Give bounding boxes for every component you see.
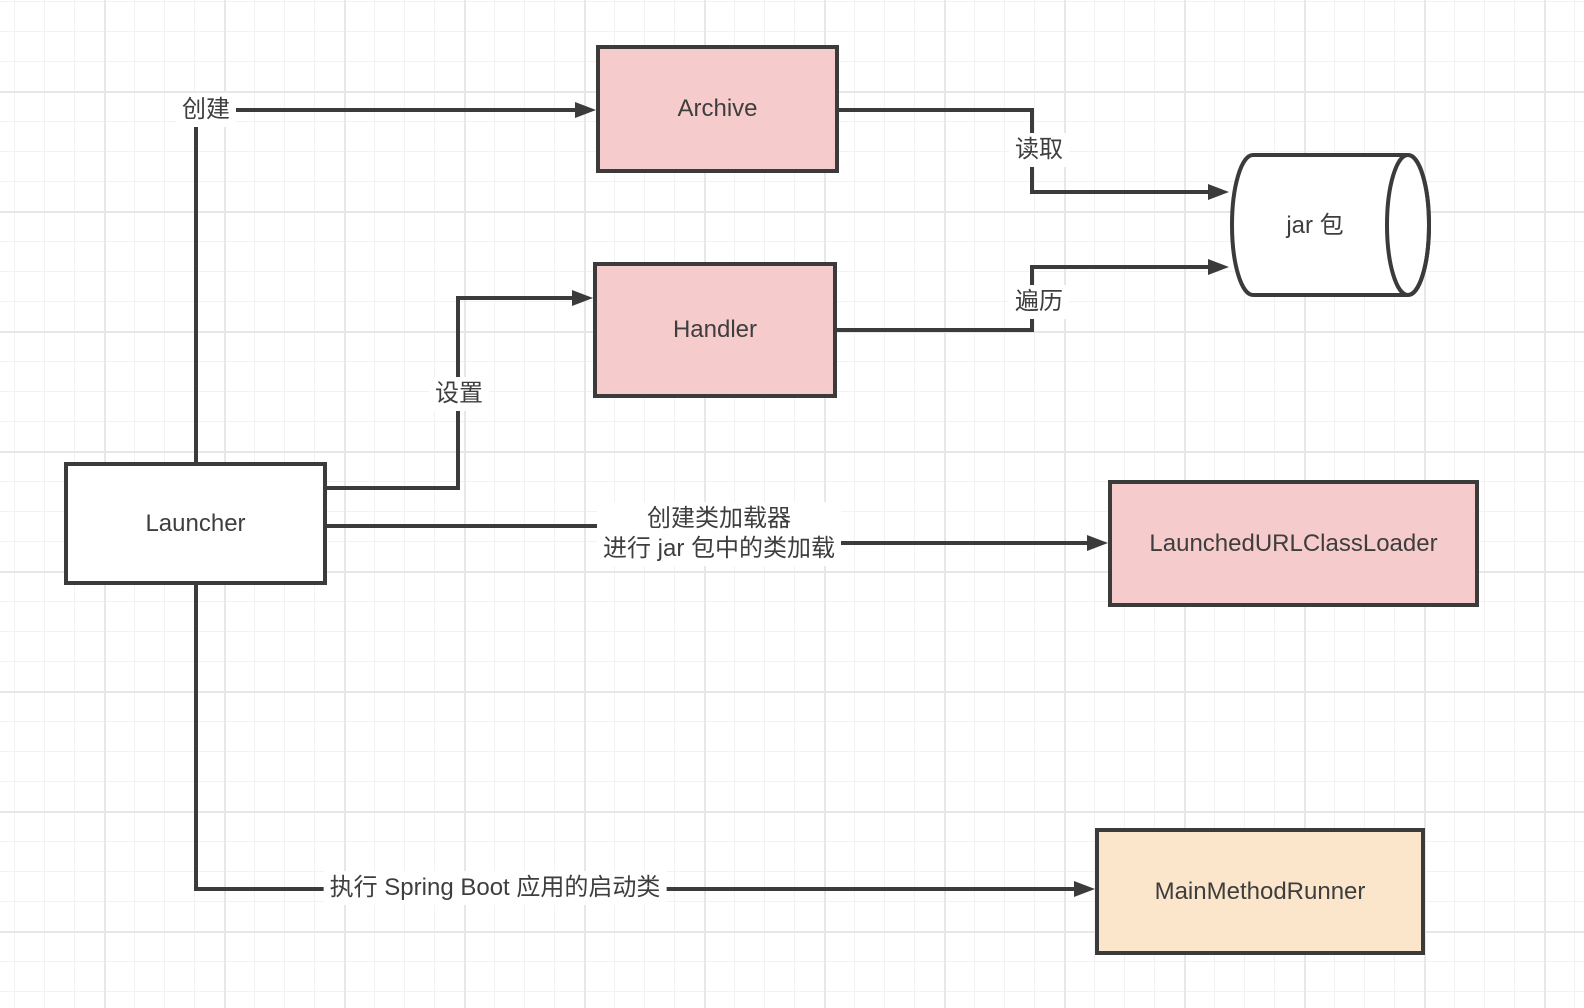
node-handler: Handler bbox=[593, 262, 837, 398]
connector-launcher-runner bbox=[194, 585, 1074, 891]
arrowhead-icon bbox=[575, 102, 596, 118]
edge-label-create: 创建 bbox=[176, 93, 236, 127]
node-jar-label: jar 包 bbox=[1286, 212, 1344, 239]
arrowhead-icon bbox=[1208, 184, 1229, 200]
edge-label-run: 执行 Spring Boot 应用的启动类 bbox=[323, 871, 667, 905]
node-launcher: Launcher bbox=[64, 462, 327, 585]
node-classloader: LaunchedURLClassLoader bbox=[1108, 480, 1479, 607]
node-runner: MainMethodRunner bbox=[1095, 828, 1425, 955]
arrowhead-icon bbox=[572, 290, 593, 306]
arrowhead-icon bbox=[1087, 535, 1108, 551]
edge-label-traverse: 遍历 bbox=[1009, 285, 1069, 319]
edge-label-set: 设置 bbox=[429, 377, 489, 411]
arrowhead-icon bbox=[1074, 881, 1095, 897]
arrowhead-icon bbox=[1208, 259, 1229, 275]
edge-label-classload-line2: 进行 jar 包中的类加载 bbox=[602, 535, 836, 562]
edge-label-read: 读取 bbox=[1009, 133, 1069, 167]
node-archive: Archive bbox=[596, 45, 839, 173]
edge-label-classload-line1: 创建类加载器 bbox=[646, 505, 791, 532]
jar-cylinder-cap bbox=[1385, 153, 1431, 297]
edge-label-classload: 创建类加载器 进行 jar 包中的类加载 bbox=[596, 502, 842, 566]
connector-launcher-archive bbox=[194, 108, 576, 462]
